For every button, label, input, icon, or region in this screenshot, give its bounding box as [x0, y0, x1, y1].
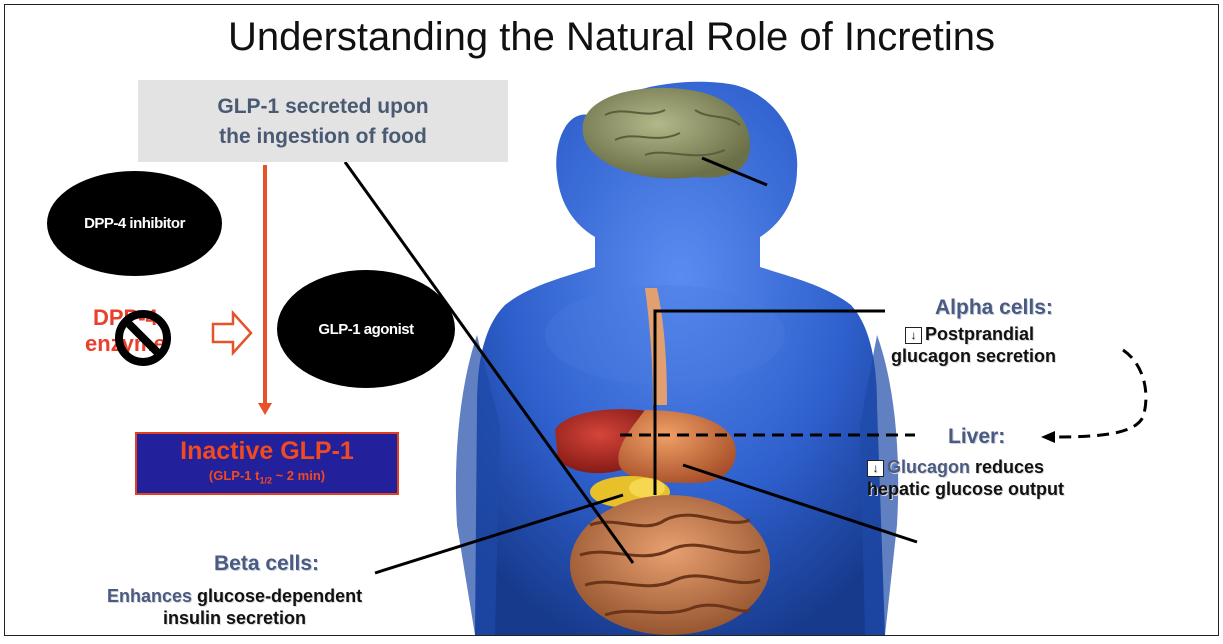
liver-text: ↓Glucagon reduces hepatic glucose output — [867, 456, 1064, 500]
beta-line2: insulin secretion — [107, 607, 362, 629]
hollow-right-arrow-icon — [213, 313, 251, 353]
glp1-agonist-ellipse: GLP-1 agonist — [277, 270, 455, 388]
beta-cells-text: Enhances glucose-dependent insulin secre… — [107, 585, 362, 629]
liver-line1: reduces — [970, 457, 1044, 477]
liver-line2: hepatic glucose output — [867, 478, 1064, 500]
beta-cells-heading: Beta cells: — [214, 552, 319, 576]
alpha-line1: Postprandial — [925, 324, 1034, 344]
glp1-secretion-box: GLP-1 secreted upon the ingestion of foo… — [138, 80, 508, 162]
down-arrow-box-icon: ↓ — [905, 327, 922, 344]
liver-keyword: Glucagon — [887, 457, 970, 477]
dpp4-inhibitor-ellipse: DPP-4 inhibitor — [47, 171, 222, 276]
page-title: Understanding the Natural Role of Incret… — [5, 15, 1218, 60]
glp1-agonist-label: GLP-1 agonist — [318, 321, 413, 338]
inactive-glp1-box: Inactive GLP-1 (GLP-1 t1/2 ~ 2 min) — [135, 432, 399, 495]
down-arrow-box-icon: ↓ — [867, 460, 884, 477]
beta-line1: glucose-dependent — [192, 586, 362, 606]
dashed-arrowhead-icon — [1041, 431, 1055, 443]
beta-keyword: Enhances — [107, 586, 192, 606]
alpha-cells-heading: Alpha cells: — [935, 296, 1053, 320]
inactive-glp1-title: Inactive GLP-1 — [137, 434, 397, 467]
dpp4-inhibitor-label: DPP-4 inhibitor — [84, 215, 185, 232]
down-arrow-icon — [258, 165, 272, 415]
no-symbol-icon — [112, 307, 174, 369]
glp1-box-line1: GLP-1 secreted upon — [138, 92, 508, 122]
glp1-box-line2: the ingestion of food — [138, 122, 508, 152]
inactive-glp1-halflife: (GLP-1 t1/2 ~ 2 min) — [137, 467, 397, 490]
alpha-cells-text: ↓Postprandial glucagon secretion — [891, 323, 1056, 367]
alpha-line2: glucagon secretion — [891, 345, 1056, 367]
slide: Understanding the Natural Role of Incret… — [4, 4, 1219, 636]
liver-heading: Liver: — [948, 425, 1005, 449]
